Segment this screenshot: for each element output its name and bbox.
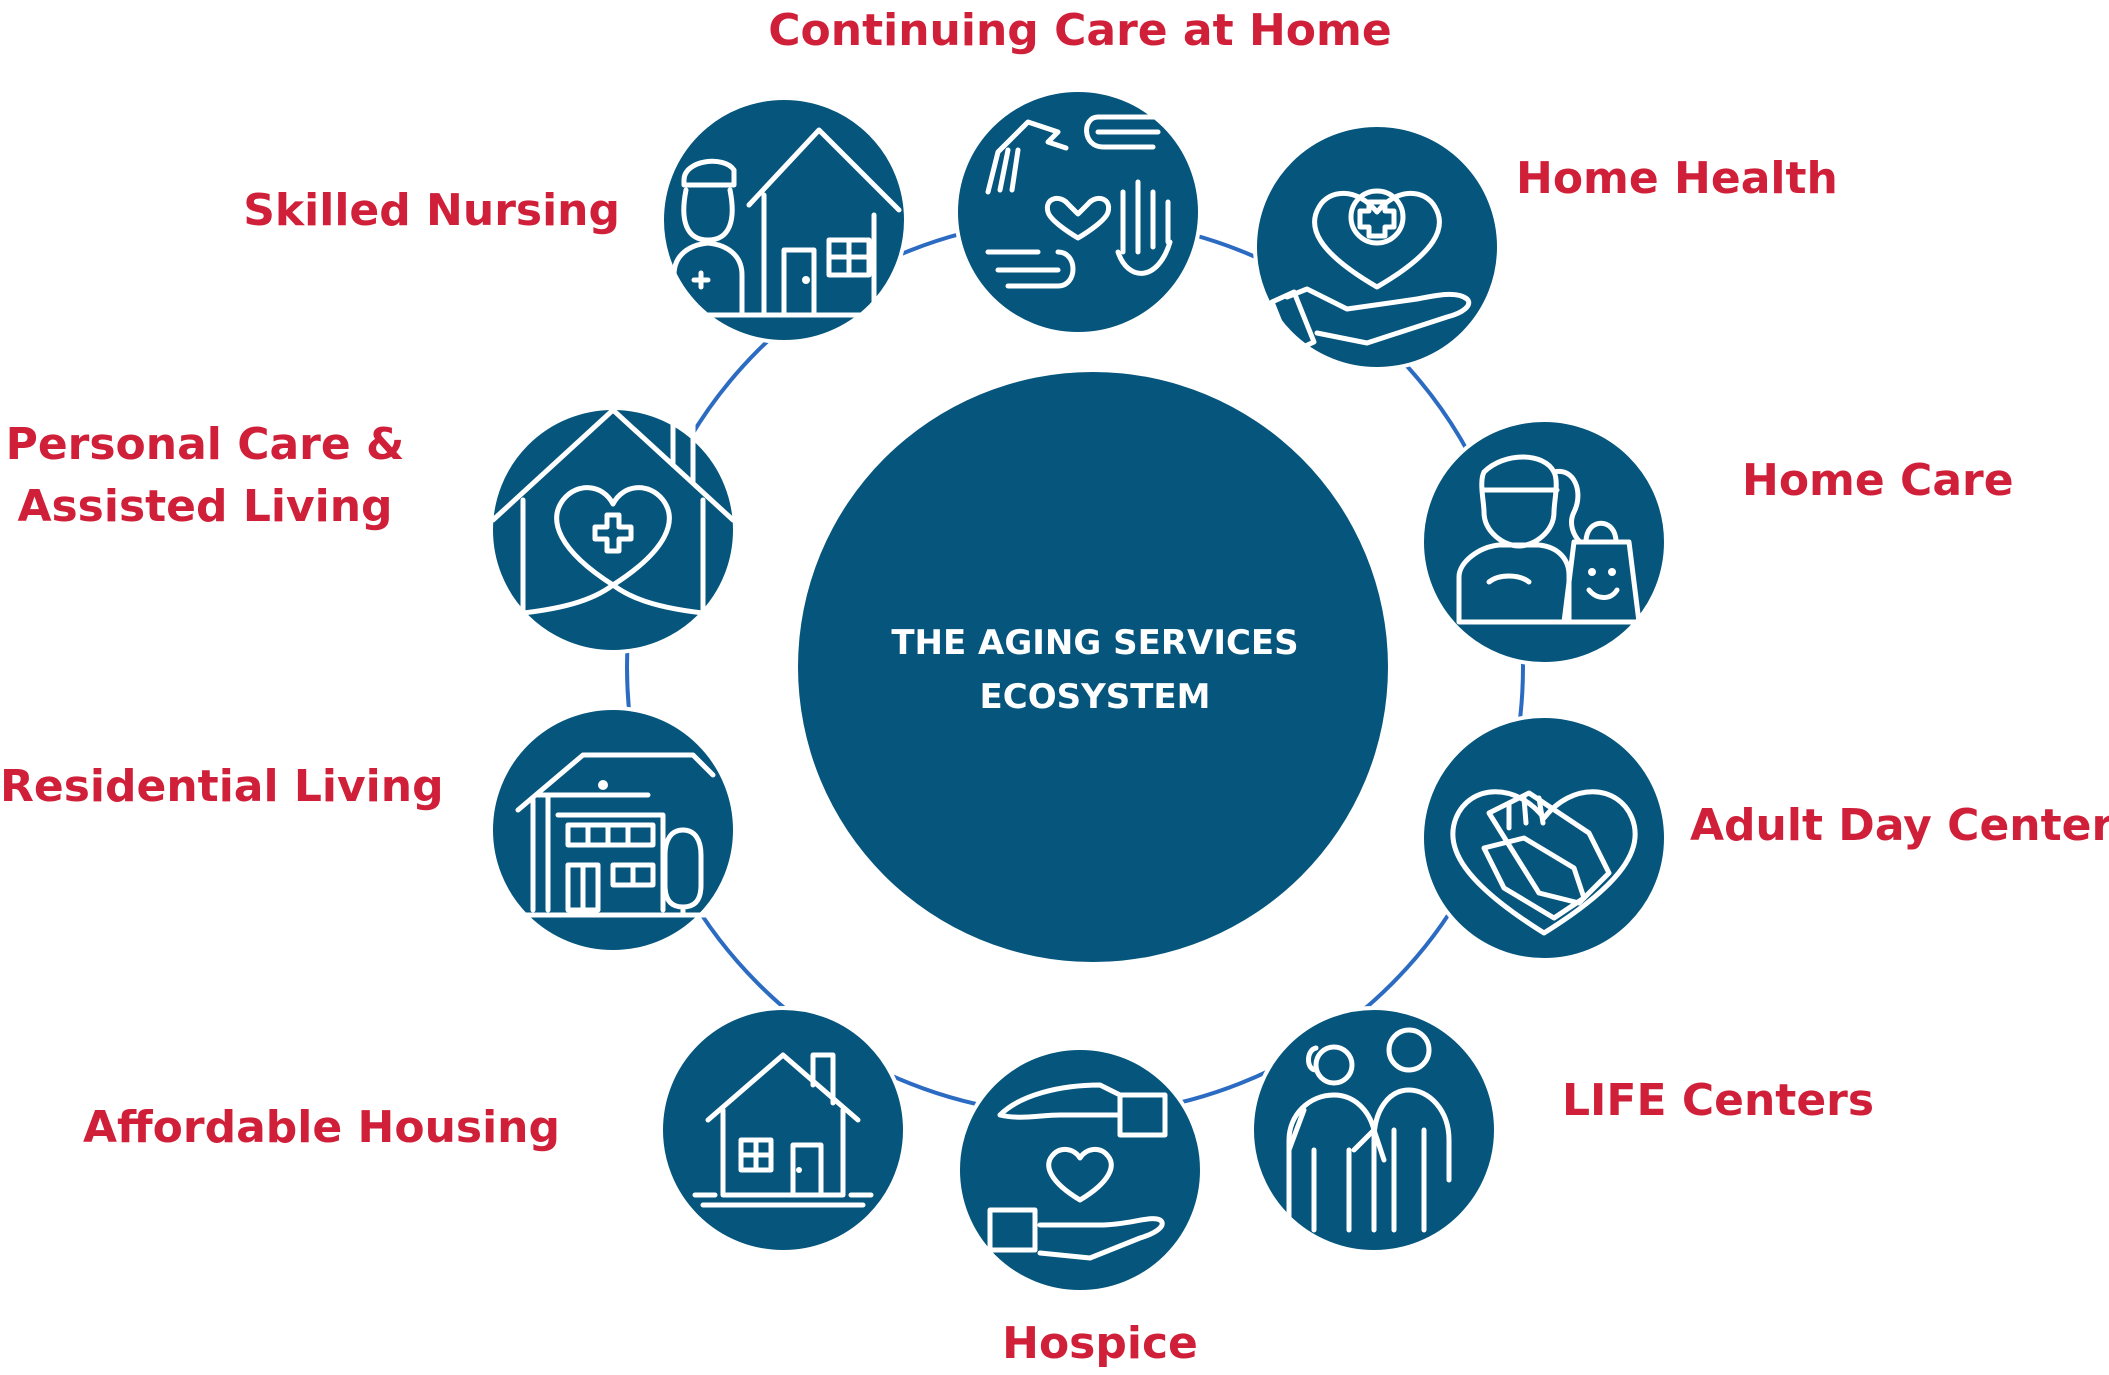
label-adult-day-centers: Adult Day Centers [1690, 800, 2109, 851]
elderly-couple-icon [1286, 1027, 1452, 1233]
hands-holding-heart-icon [987, 1082, 1168, 1261]
center-title: THE AGING SERVICES ECOSYSTEM [800, 616, 1390, 724]
label-residential-living: Residential Living [0, 761, 444, 812]
node-hospice [956, 1046, 1204, 1294]
label-home-care: Home Care [1742, 455, 2014, 506]
caregiver-shopping-bag-icon [1456, 454, 1642, 625]
node-personal-care-assisted-living [489, 406, 737, 654]
node-life-centers [1250, 1006, 1498, 1254]
label-personal-care-line1: Personal Care & [5, 419, 405, 470]
apartment-building-icon [515, 752, 716, 918]
label-skilled-nursing: Skilled Nursing [243, 185, 620, 236]
label-continuing-care-at-home: Continuing Care at Home [768, 5, 1392, 56]
house-heart-cross-icon [490, 407, 736, 623]
label-personal-care-assisted-living: Personal Care & Assisted Living [0, 414, 410, 538]
node-residential-living [489, 706, 737, 954]
node-affordable-housing [659, 1006, 907, 1254]
label-personal-care-line2: Assisted Living [17, 481, 393, 532]
small-house-icon [692, 1052, 874, 1208]
node-home-care [1420, 418, 1668, 666]
node-home-health [1253, 123, 1501, 371]
center-circle [798, 372, 1388, 962]
node-adult-day-centers [1420, 714, 1668, 962]
label-life-centers: LIFE Centers [1562, 1075, 1875, 1126]
heart-hands-icon [1450, 789, 1638, 936]
hands-heart-icon [985, 114, 1173, 289]
node-continuing-care-at-home [954, 88, 1202, 336]
label-affordable-housing: Affordable Housing [82, 1102, 560, 1153]
label-hospice: Hospice [1002, 1318, 1198, 1369]
label-home-health: Home Health [1516, 153, 1838, 204]
node-skilled-nursing [660, 96, 908, 344]
nurse-house-icon [666, 127, 902, 318]
center-title-line2: ECOSYSTEM [979, 677, 1211, 717]
center-title-line1: THE AGING SERVICES [891, 623, 1299, 663]
hand-heart-cross-icon [1269, 188, 1472, 355]
